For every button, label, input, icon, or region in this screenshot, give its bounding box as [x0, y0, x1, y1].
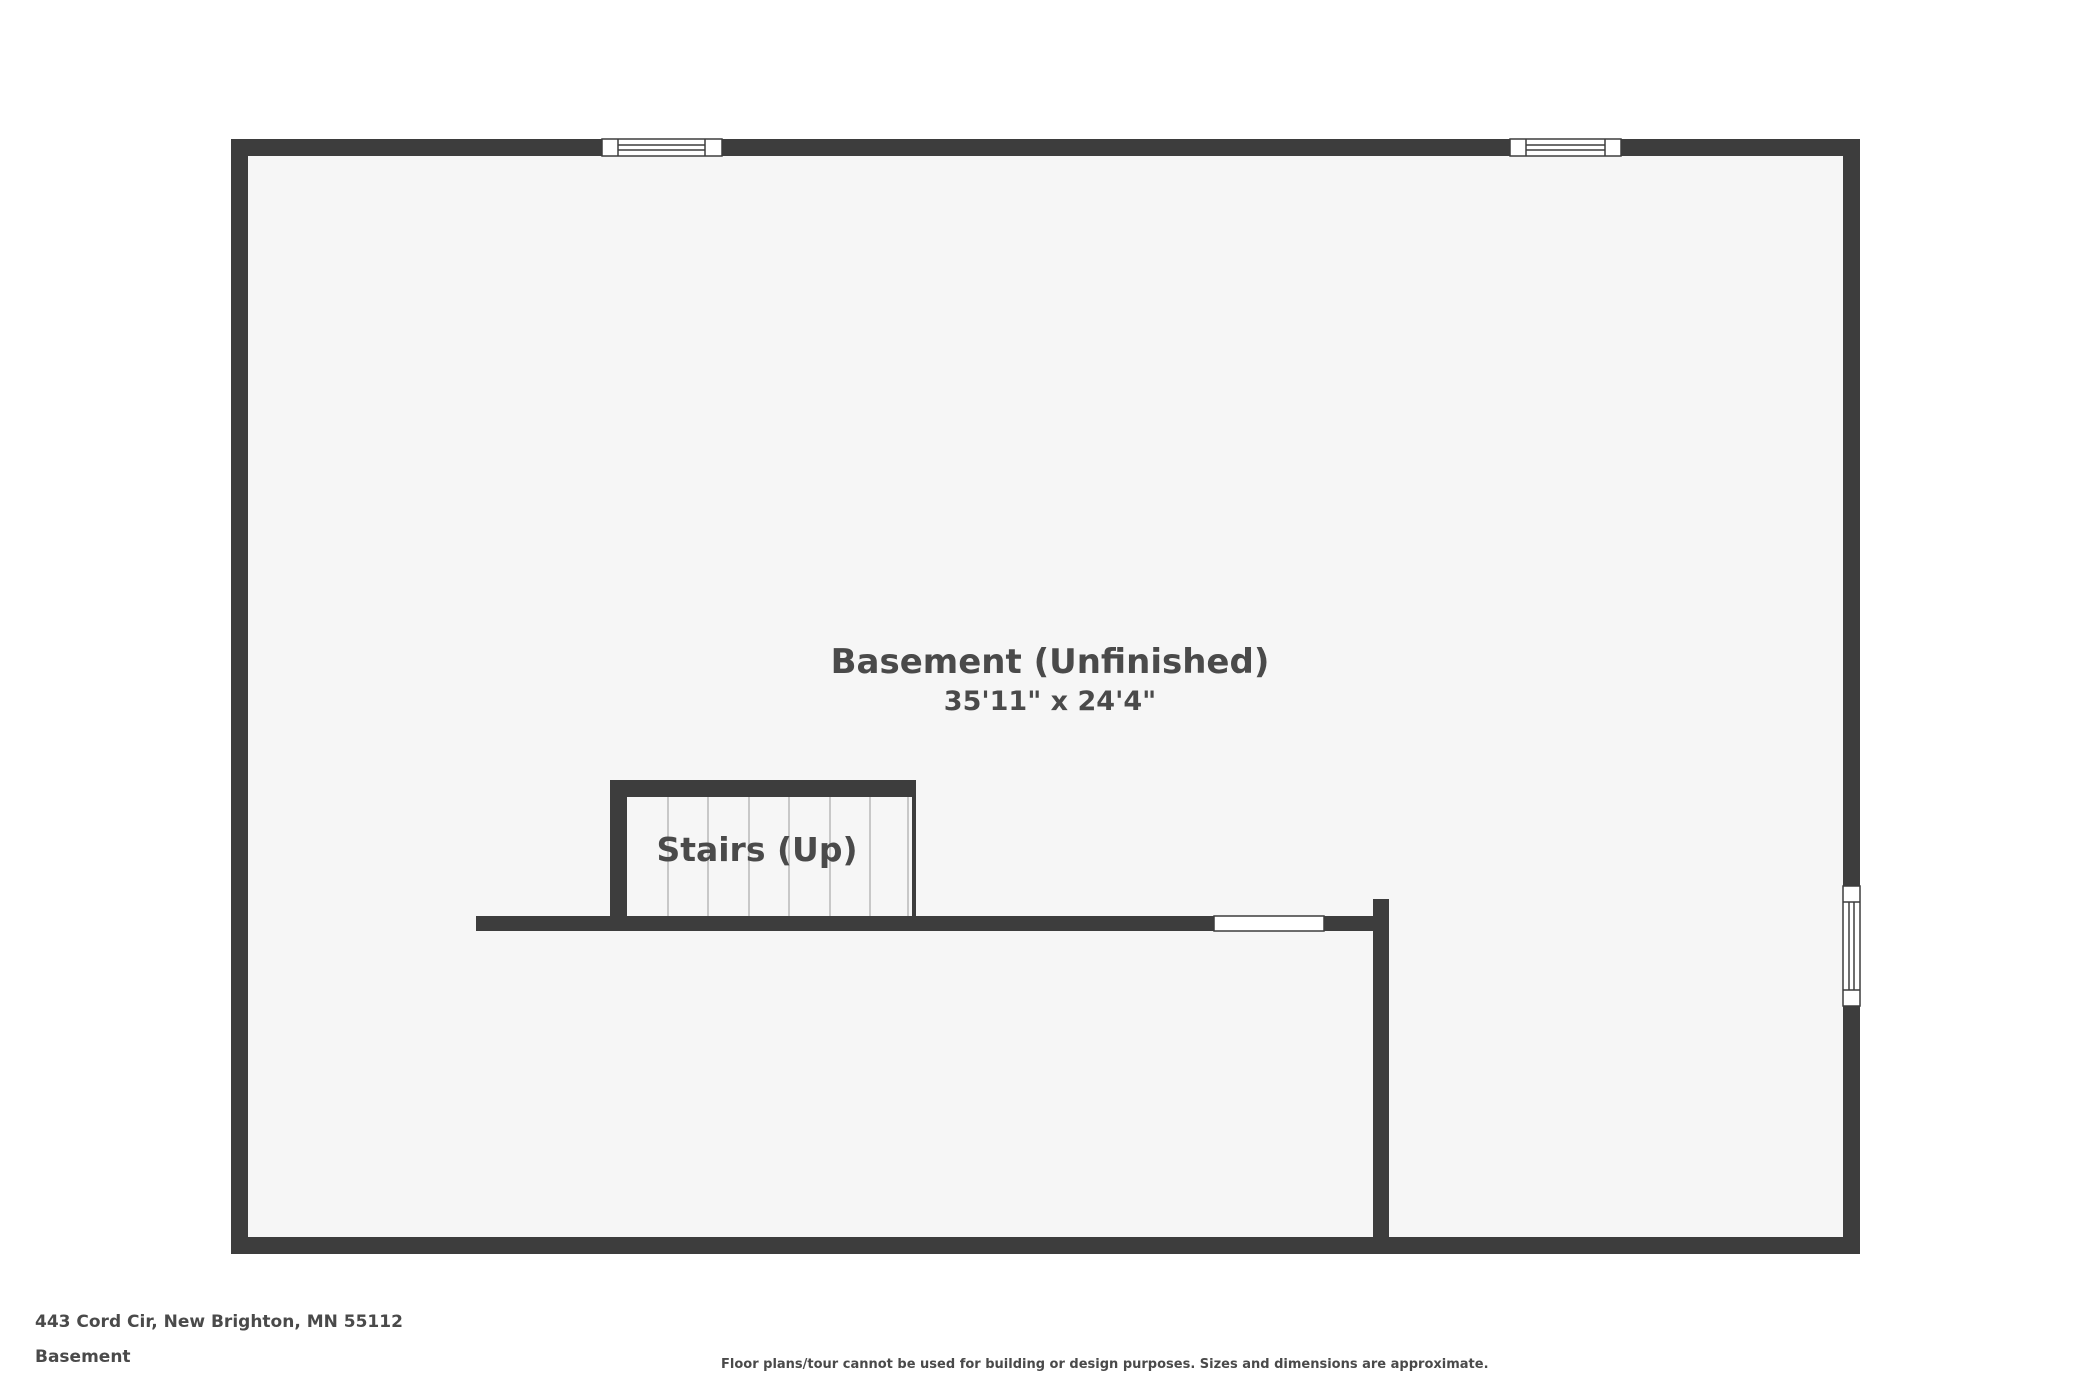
room-stairs-label: Stairs (Up) [627, 828, 887, 872]
disclaimer-label: Floor plans/tour cannot be used for buil… [721, 1357, 1489, 1372]
window-top-right [1509, 138, 1622, 157]
interior-opening [1213, 915, 1325, 932]
interior-wall-left [476, 916, 1214, 931]
interior-wall-vertical [1373, 899, 1389, 1246]
wall-right [1843, 139, 1860, 1254]
stair-wall-top [610, 780, 916, 797]
stair-wall-right [912, 780, 916, 917]
room-basement-label: Basement (Unfinished) 35'11" x 24'4" [800, 640, 1300, 720]
room-name: Basement (Unfinished) [830, 642, 1270, 682]
room-dimensions: 35'11" x 24'4" [943, 686, 1157, 717]
wall-bottom [231, 1237, 1860, 1254]
interior-wall-right [1324, 916, 1387, 931]
address-label: 443 Cord Cir, New Brighton, MN 55112 [35, 1312, 403, 1332]
window-top-left [601, 138, 723, 157]
stair-wall-left [610, 780, 627, 929]
window-right [1842, 885, 1861, 1007]
floor-name-label: Basement [35, 1347, 131, 1367]
wall-left [231, 139, 248, 1254]
room-name: Stairs (Up) [656, 830, 858, 869]
stairs [627, 796, 914, 917]
basement-floor [239, 147, 1843, 1246]
